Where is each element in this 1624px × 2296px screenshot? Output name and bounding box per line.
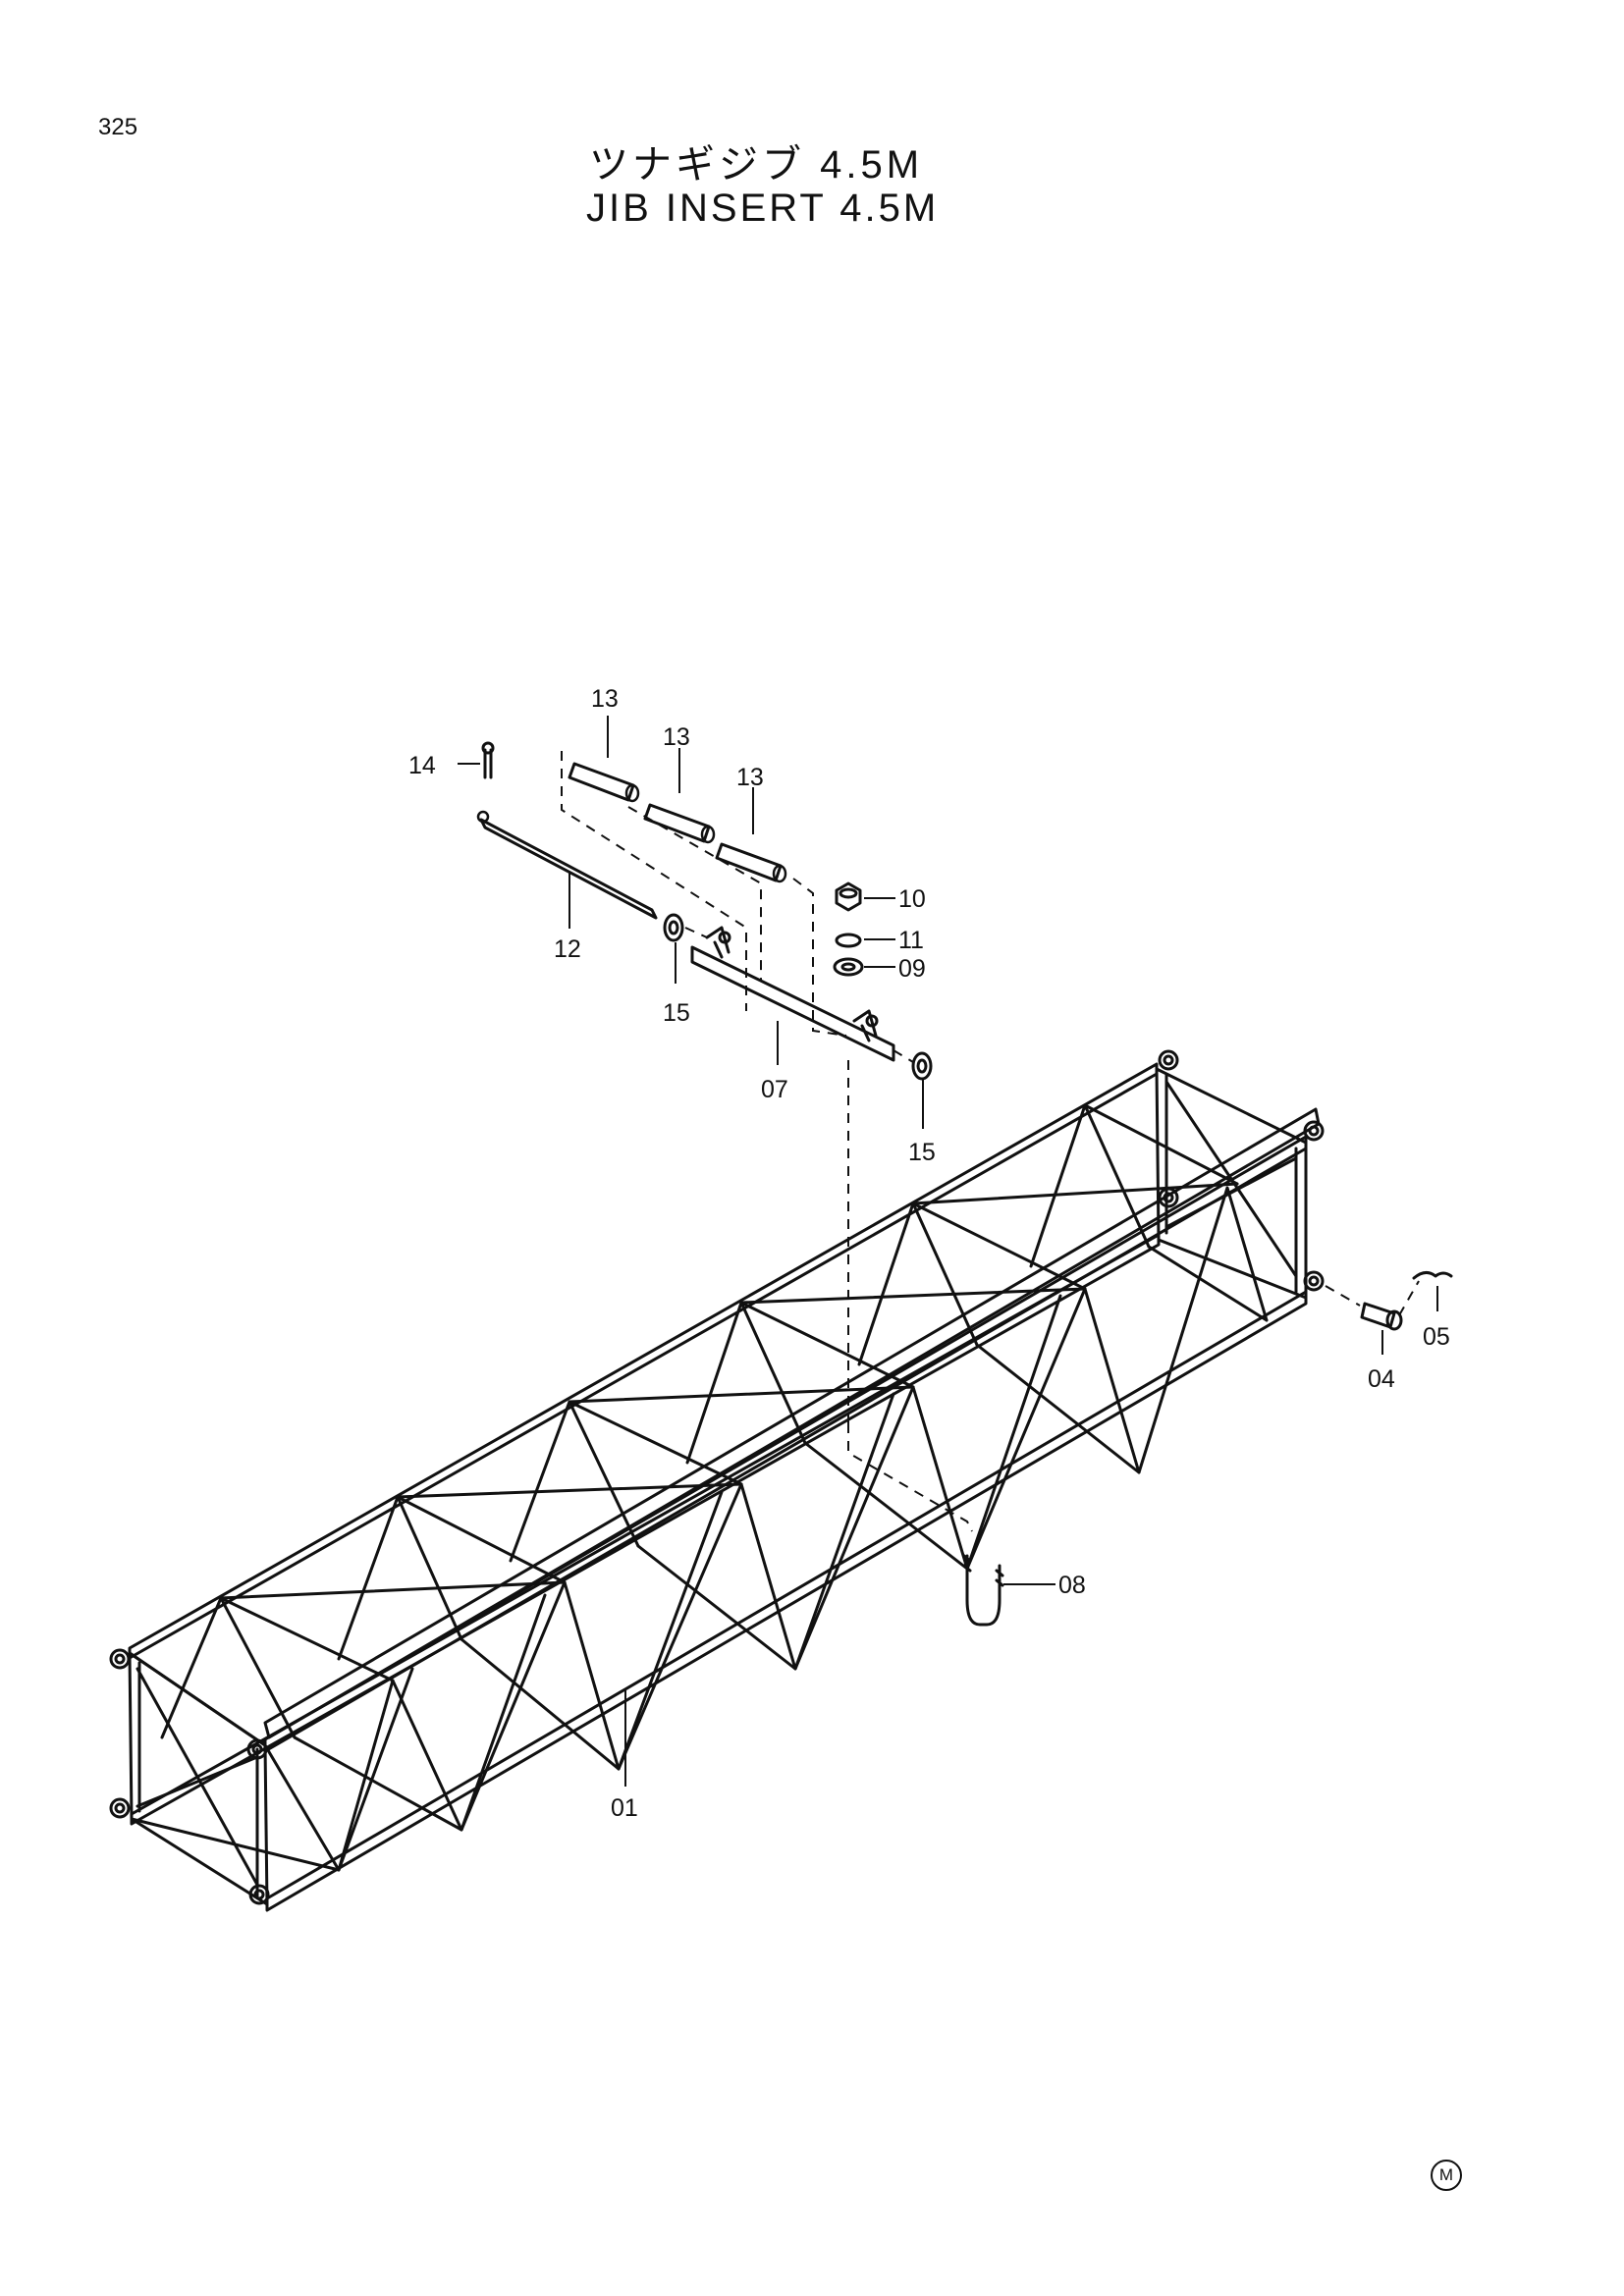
lug-front-bottom-left [109, 1797, 131, 1819]
lug-rear-top-right [1303, 1120, 1325, 1142]
lug-rear-bottom-right [1303, 1270, 1325, 1292]
label-08: 08 [1058, 1572, 1086, 1599]
washer-09 [833, 957, 864, 977]
page-number: 325 [98, 114, 138, 140]
nut-10 [835, 881, 862, 912]
bracket-plate-07 [690, 945, 895, 1062]
label-07: 07 [761, 1076, 788, 1103]
end-frame-rear [1155, 1067, 1308, 1300]
label-10: 10 [898, 885, 926, 913]
long-pin-12 [479, 818, 658, 920]
label-13-b: 13 [663, 723, 690, 751]
lug-front-top-right [246, 1738, 268, 1760]
bottom-chord-left [130, 1233, 1161, 1826]
label-14: 14 [408, 752, 436, 779]
u-bolt-08 [965, 1554, 1001, 1627]
bottom-chord-right [265, 1290, 1308, 1912]
title-english: JIB INSERT 4.5M [586, 187, 940, 230]
label-12: 12 [554, 935, 581, 963]
clip-05 [1412, 1271, 1453, 1280]
lug-rear-bottom-left [1158, 1187, 1179, 1208]
label-11: 11 [898, 927, 924, 954]
label-09: 09 [898, 955, 926, 983]
label-04: 04 [1368, 1365, 1395, 1393]
washer-15-a [663, 913, 684, 942]
lug-front-top-left [109, 1648, 131, 1670]
spring-washer-11 [835, 933, 862, 948]
label-13-a: 13 [591, 685, 619, 713]
split-pin-14 [481, 741, 495, 779]
label-15-b: 15 [908, 1139, 936, 1166]
title-japanese: ツナギジブ 4.5M [589, 143, 924, 187]
washer-15-b [911, 1051, 933, 1081]
top-chord-left [128, 1062, 1159, 1660]
lug-front-bottom-right [248, 1884, 270, 1905]
maker-mark: M [1431, 2160, 1462, 2191]
label-05: 05 [1423, 1323, 1450, 1351]
label-01: 01 [611, 1794, 638, 1822]
lattice-jib-frame [109, 1049, 1325, 1912]
lug-rear-top-left [1158, 1049, 1179, 1071]
sleeve-13-a [568, 762, 635, 802]
label-15-a: 15 [663, 999, 690, 1027]
label-13-c: 13 [736, 764, 764, 791]
